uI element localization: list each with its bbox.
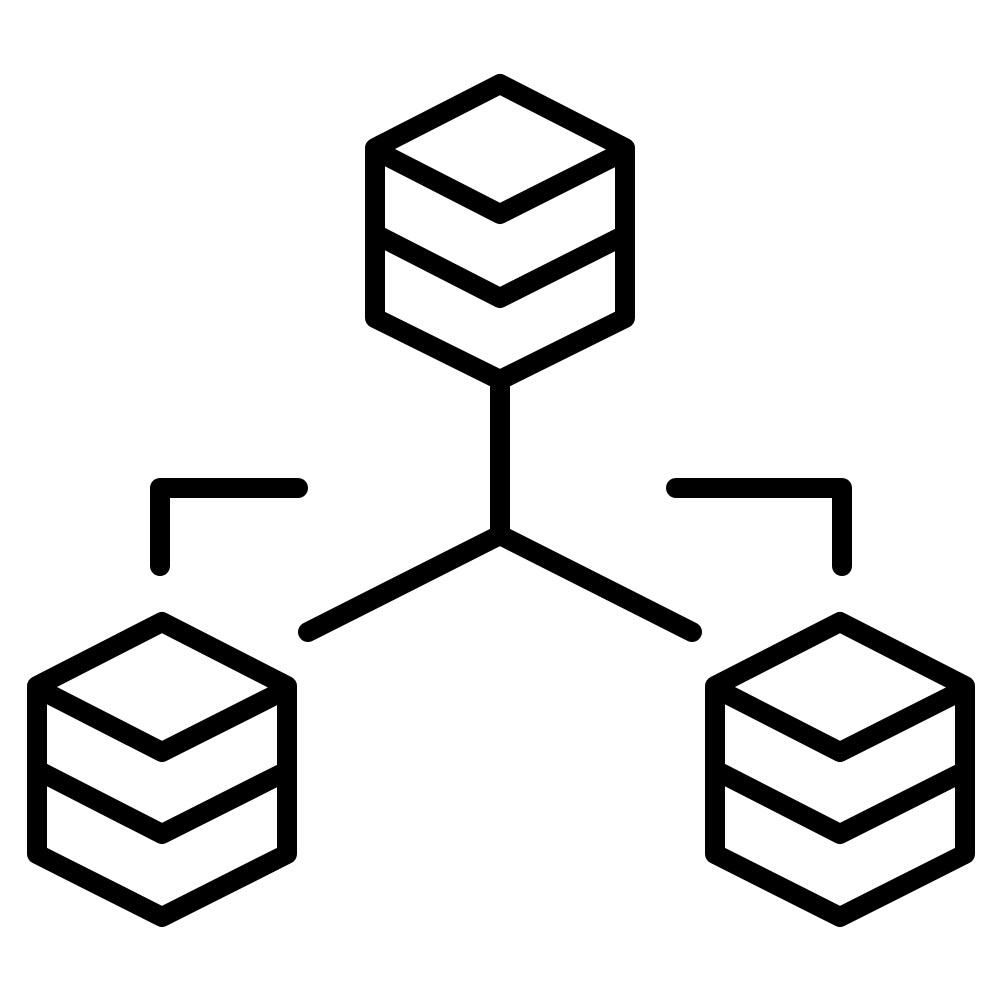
right-corner-bracket	[666, 478, 852, 576]
top-stack-outline	[365, 74, 635, 390]
right-stack-layer-1	[707, 679, 975, 762]
bottom-left-server-stack-icon	[27, 612, 297, 927]
connector-branch-left	[298, 525, 510, 642]
left-stack-outline	[27, 612, 297, 927]
top-server-stack-icon	[365, 74, 635, 390]
left-stack-layer-1	[29, 679, 297, 762]
top-stack-layer-1	[367, 141, 635, 224]
right-stack-layer-2	[707, 761, 975, 844]
top-stack-layer-2	[367, 225, 635, 308]
right-stack-outline	[705, 612, 975, 927]
left-stack-layer-2	[29, 761, 297, 844]
left-corner-bracket	[150, 478, 308, 576]
connector-branch-right	[490, 525, 702, 642]
bottom-right-server-stack-icon	[705, 612, 975, 927]
